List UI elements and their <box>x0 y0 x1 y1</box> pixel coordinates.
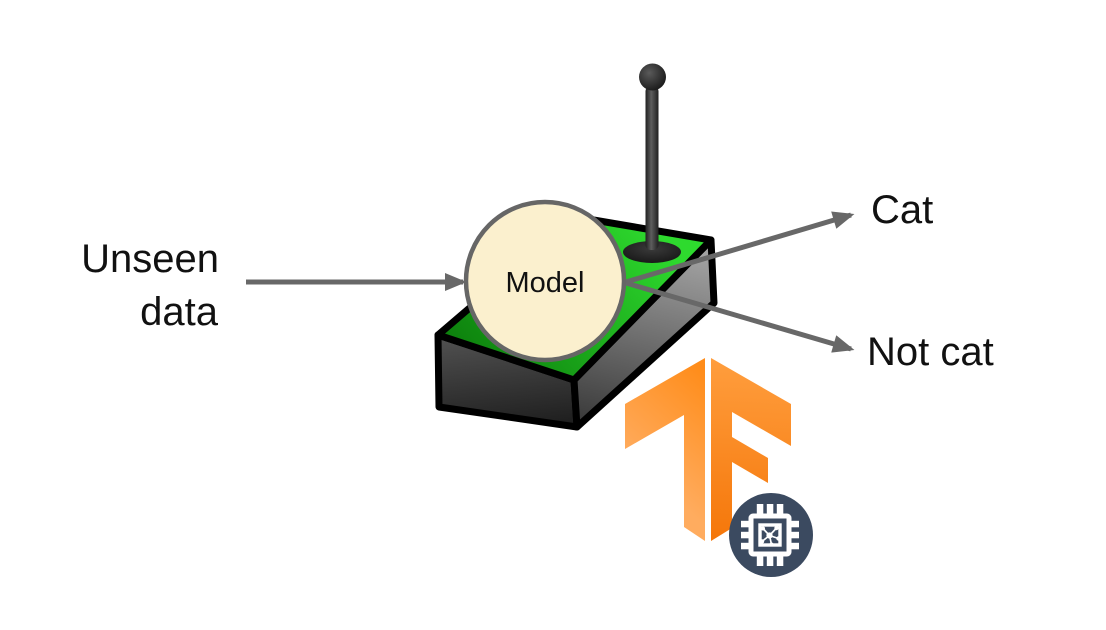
antenna-ball <box>639 63 666 91</box>
tf-logo-left-shard <box>625 358 705 541</box>
cat-arrow <box>625 211 855 285</box>
tensorflow-logo <box>625 358 791 541</box>
not-cat-label: Not cat <box>867 330 994 374</box>
unseen-data-line2: data <box>140 290 219 334</box>
flow-arrows <box>246 211 855 353</box>
tf-logo-right-shard <box>711 358 791 541</box>
cat-label: Cat <box>871 188 933 232</box>
antenna-icon <box>623 63 681 263</box>
model-label: Model <box>506 267 585 299</box>
unseen-data-label: Unseen data <box>81 237 219 334</box>
unseen-data-line1: Unseen <box>81 237 219 281</box>
chip-icon <box>741 504 799 566</box>
not-cat-arrow <box>625 280 855 353</box>
antenna-rod <box>645 86 659 250</box>
microcontroller-chip-badge <box>729 493 813 577</box>
antenna-base <box>623 241 681 263</box>
